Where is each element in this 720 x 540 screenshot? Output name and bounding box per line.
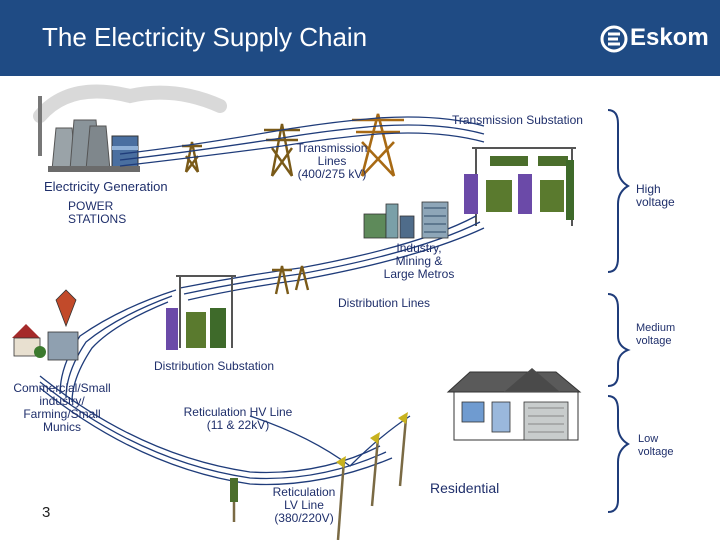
label-distribution-lines: Distribution Lines xyxy=(338,296,431,310)
label-line: LV Line xyxy=(284,498,324,512)
slide-title: The Electricity Supply Chain xyxy=(42,22,368,52)
label-reticulation-lv: Reticulation LV Line (380/220V) xyxy=(266,486,342,525)
label-line: voltage xyxy=(636,335,672,347)
distribution-pole-icon xyxy=(230,412,408,540)
label-line: Medium xyxy=(636,322,676,334)
label-line: Low xyxy=(638,433,659,445)
label-line: Reticulation HV Line xyxy=(183,405,293,419)
label-line: POWER xyxy=(68,199,114,213)
power-station-icon xyxy=(33,84,227,172)
label-line: (380/220V) xyxy=(274,511,334,525)
label-line: (11 & 22kV) xyxy=(206,418,270,432)
label-distribution-substation: Distribution Substation xyxy=(154,359,275,373)
label-power-stations: POWER STATIONS xyxy=(68,200,126,226)
label-line: voltage xyxy=(638,446,674,458)
label-line: Mining & xyxy=(395,254,443,268)
label-medium-voltage: Medium voltage xyxy=(636,322,675,348)
eskom-logo-icon xyxy=(600,25,628,53)
label-line: Farming/Small xyxy=(23,407,101,421)
label-line: Munics xyxy=(42,420,81,434)
label-line: Large Metros xyxy=(383,267,455,281)
voltage-brackets xyxy=(607,109,631,513)
label-line: (400/275 kV) xyxy=(297,167,367,181)
logo-text: Eskom xyxy=(630,24,709,51)
eskom-logo: Eskom xyxy=(600,22,712,56)
label-transmission-lines: Transmission Lines (400/275 kV) xyxy=(294,142,370,181)
label-transmission-substation: Transmission Substation xyxy=(452,113,583,127)
label-high-voltage: High voltage xyxy=(636,183,675,209)
header-bar: The Electricity Supply Chain Eskom xyxy=(0,0,720,76)
substation-icon xyxy=(464,147,576,226)
label-electricity-generation: Electricity Generation xyxy=(44,179,168,194)
farm-icon xyxy=(12,289,79,361)
label-commercial: Commercial/Small industry/ Farming/Small… xyxy=(2,382,122,434)
transmission-tower-icon xyxy=(182,113,404,177)
label-line: Commercial/Small xyxy=(13,381,111,395)
label-line: Transmission xyxy=(296,141,368,155)
house-icon xyxy=(446,368,582,441)
label-line: Reticulation xyxy=(272,485,336,499)
label-line: industry/ xyxy=(39,394,85,408)
page-number: 3 xyxy=(42,504,51,521)
label-low-voltage: Low voltage xyxy=(638,433,673,459)
label-residential: Residential xyxy=(430,480,500,496)
label-line: voltage xyxy=(636,195,675,209)
label-line: STATIONS xyxy=(68,212,127,226)
label-industry: Industry, Mining & Large Metros xyxy=(380,242,458,281)
supply-chain-diagram xyxy=(12,84,631,540)
factory-icon xyxy=(363,201,449,239)
label-line: Industry, xyxy=(396,241,442,255)
label-reticulation-hv: Reticulation HV Line (11 & 22kV) xyxy=(174,406,302,432)
label-line: High xyxy=(636,182,661,196)
distribution-substation xyxy=(166,275,236,350)
label-line: Lines xyxy=(317,154,347,168)
